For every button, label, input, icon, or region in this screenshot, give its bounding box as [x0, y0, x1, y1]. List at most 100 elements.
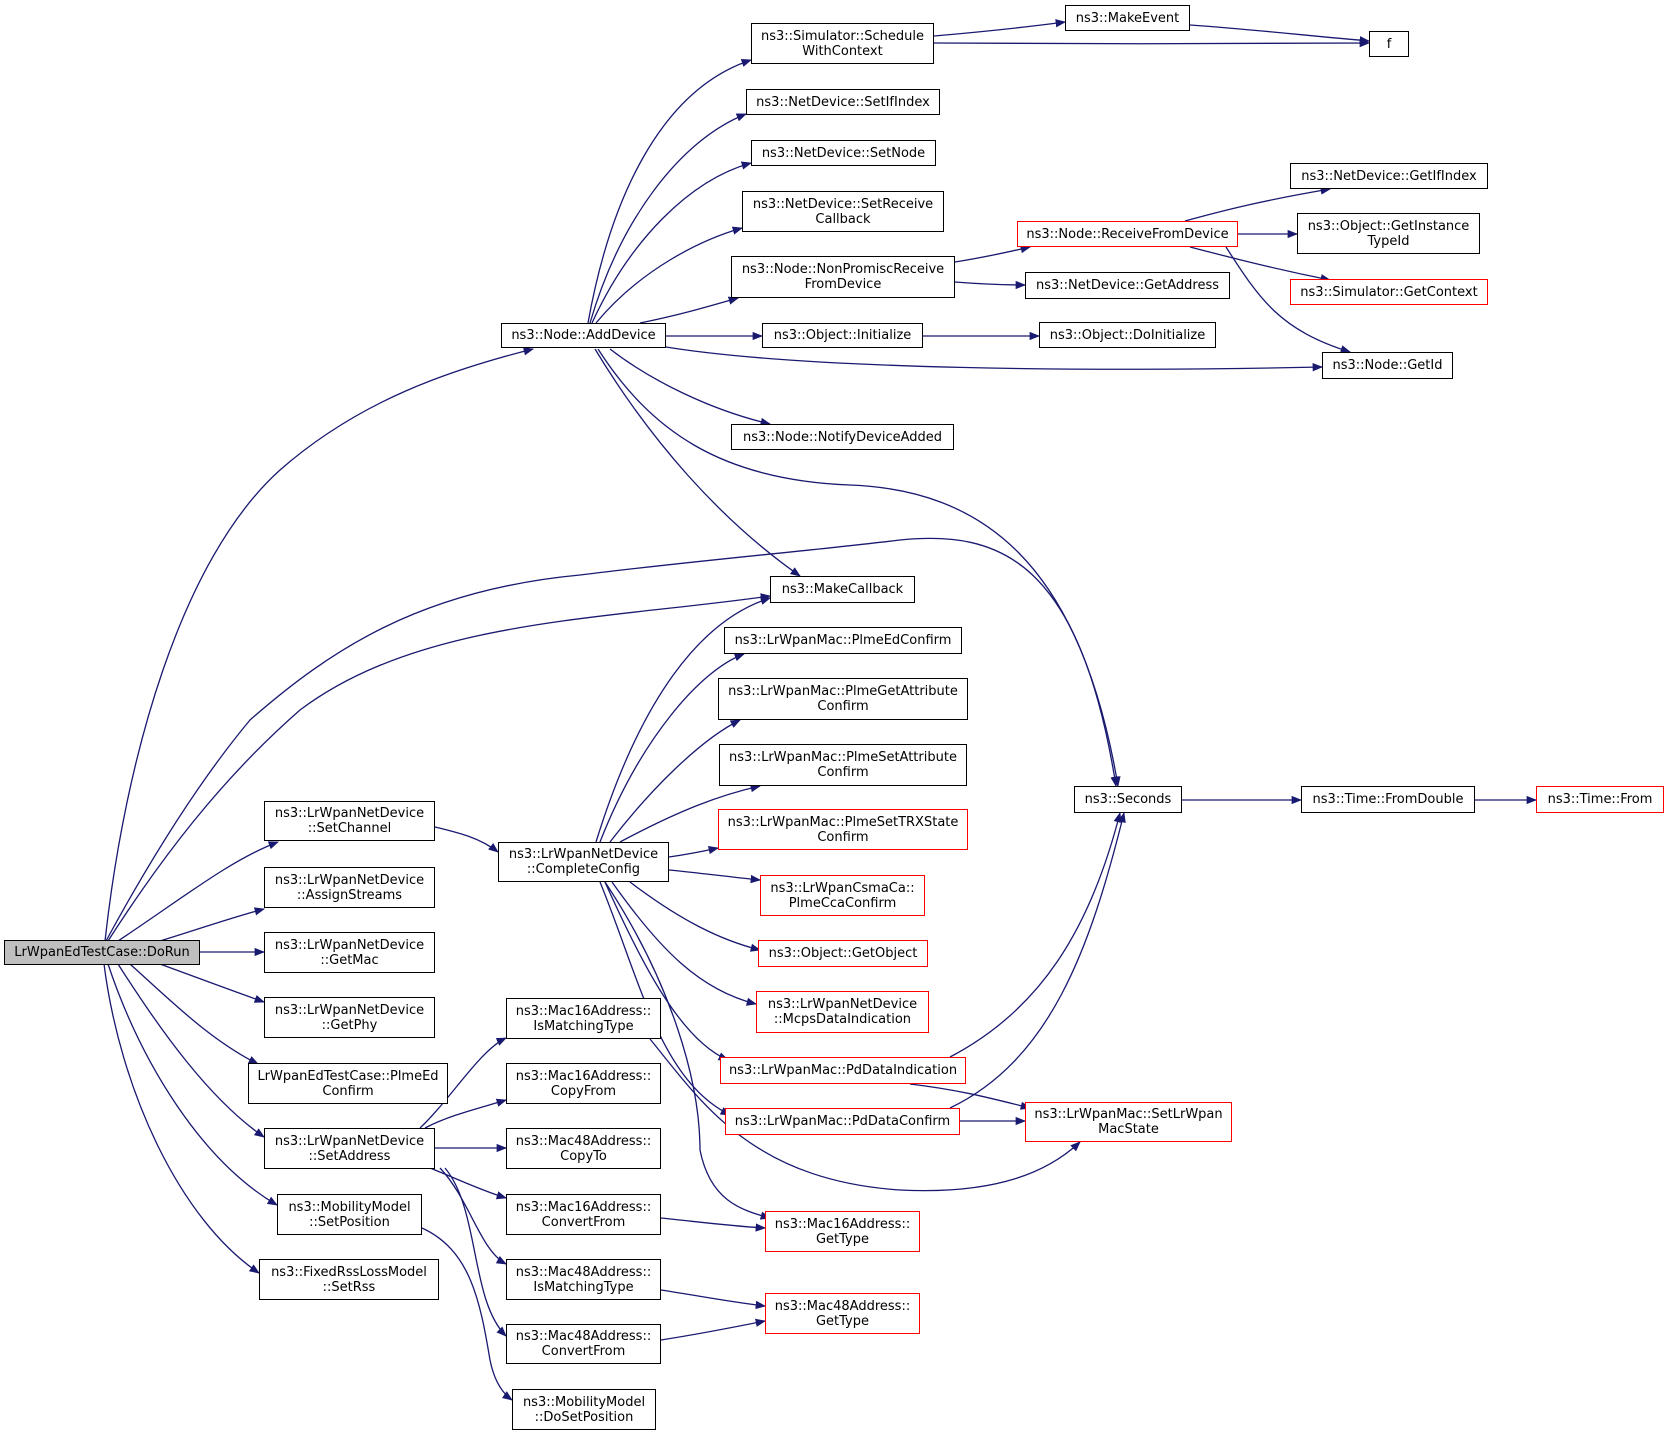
- node-plme-set-trx-state-confirm[interactable]: ns3::LrWpanMac::PlmeSetTRXState Confirm: [718, 809, 968, 850]
- node-mac48-copy-to[interactable]: ns3::Mac48Address:: CopyTo: [506, 1128, 661, 1169]
- node-do-initialize[interactable]: ns3::Object::DoInitialize: [1039, 322, 1216, 348]
- edge-add-device-notify: [609, 348, 772, 426]
- node-mac48-get-type[interactable]: ns3::Mac48Address:: GetType: [765, 1293, 920, 1334]
- node-mac16-get-type[interactable]: ns3::Mac16Address:: GetType: [765, 1211, 920, 1252]
- edge-mac48-is-matching-mac48-get-type: [660, 1289, 767, 1310]
- edge-complete-config-mac16-get-type: [604, 881, 772, 1220]
- edge-dorun-seconds: [105, 537, 1119, 942]
- node-mac48-is-matching-type[interactable]: ns3::Mac48Address:: IsMatchingType: [506, 1259, 661, 1300]
- node-get-mac[interactable]: ns3::LrWpanNetDevice ::GetMac: [264, 932, 435, 973]
- node-time-from[interactable]: ns3::Time::From: [1536, 786, 1664, 813]
- edge-complete-config-pd-indication: [604, 881, 729, 1061]
- edge-pd-indication-seconds: [949, 811, 1122, 1058]
- node-get-instance-type-id[interactable]: ns3::Object::GetInstance TypeId: [1297, 213, 1480, 254]
- node-mac48-convert-from[interactable]: ns3::Mac48Address:: ConvertFrom: [506, 1324, 661, 1364]
- node-get-phy[interactable]: ns3::LrWpanNetDevice ::GetPhy: [264, 997, 435, 1038]
- node-get-context[interactable]: ns3::Simulator::GetContext: [1290, 279, 1488, 305]
- edge-complete-config-plme-ed: [599, 653, 745, 843]
- node-complete-config[interactable]: ns3::LrWpanNetDevice ::CompleteConfig: [498, 842, 669, 882]
- edge-add-device-set-receive: [595, 226, 743, 324]
- edge-mac16-convert-mac16-get-type: [660, 1217, 767, 1232]
- edge-add-device-seconds: [597, 348, 1121, 788]
- node-get-if-index[interactable]: ns3::NetDevice::GetIfIndex: [1290, 163, 1488, 189]
- node-make-callback[interactable]: ns3::MakeCallback: [770, 576, 915, 603]
- edge-mac16-is-matching-set-state: [649, 1038, 1081, 1192]
- edge-set-position-do-set-position: [421, 1227, 513, 1401]
- node-mac16-is-matching-type[interactable]: ns3::Mac16Address:: IsMatchingType: [506, 998, 661, 1039]
- edge-receive-get-context: [1189, 246, 1332, 283]
- edge-receive-get-if-index: [1184, 186, 1332, 222]
- edge-complete-config-cca: [668, 869, 762, 884]
- node-set-position[interactable]: ns3::MobilityModel ::SetPosition: [277, 1194, 422, 1235]
- edge-add-device-set-if-index: [589, 113, 747, 324]
- node-seconds[interactable]: ns3::Seconds: [1074, 786, 1182, 813]
- node-mcps-data-indication[interactable]: ns3::LrWpanNetDevice ::McpsDataIndicatio…: [756, 991, 929, 1033]
- node-mac16-convert-from[interactable]: ns3::Mac16Address:: ConvertFrom: [506, 1194, 661, 1235]
- edge-complete-config-plme-get: [609, 719, 741, 843]
- edge-complete-config-trx: [668, 845, 720, 858]
- edge-mac48-convert-mac48-get-type: [660, 1318, 767, 1341]
- node-initialize[interactable]: ns3::Object::Initialize: [762, 323, 923, 348]
- node-receive-from-device[interactable]: ns3::Node::ReceiveFromDevice: [1017, 221, 1238, 247]
- node-non-promisc-receive[interactable]: ns3::Node::NonPromiscReceive FromDevice: [731, 256, 955, 298]
- node-plme-set-attribute-confirm[interactable]: ns3::LrWpanMac::PlmeSetAttribute Confirm: [719, 744, 967, 786]
- node-f[interactable]: f: [1369, 31, 1409, 57]
- edge-pd-indication-set-state: [909, 1083, 1032, 1110]
- edge-schedule-make-event: [933, 19, 1067, 37]
- node-get-id[interactable]: ns3::Node::GetId: [1322, 352, 1453, 379]
- node-mac16-copy-from[interactable]: ns3::Mac16Address:: CopyFrom: [506, 1063, 661, 1104]
- node-from-double[interactable]: ns3::Time::FromDouble: [1301, 786, 1475, 813]
- edge-dorun-get-phy: [159, 963, 265, 1003]
- edge-dorun-add-device: [104, 347, 535, 942]
- edge-set-channel-complete-config: [434, 826, 499, 853]
- node-assign-streams[interactable]: ns3::LrWpanNetDevice ::AssignStreams: [264, 867, 435, 908]
- edge-complete-config-get-object: [629, 881, 762, 952]
- edge-schedule-f: [933, 38, 1371, 48]
- edge-receive-get-id: [1225, 246, 1351, 354]
- node-plme-get-attribute-confirm[interactable]: ns3::LrWpanMac::PlmeGetAttribute Confirm: [718, 678, 968, 720]
- edge-add-device-get-id: [659, 345, 1324, 372]
- edge-set-address-mac16-copy-from: [424, 1098, 507, 1129]
- node-plme-cca-confirm[interactable]: ns3::LrWpanCsmaCa:: PlmeCcaConfirm: [760, 875, 925, 916]
- edge-complete-config-mcps: [611, 881, 758, 1006]
- edge-add-device-schedule: [587, 58, 752, 324]
- node-set-if-index[interactable]: ns3::NetDevice::SetIfIndex: [746, 89, 940, 115]
- node-set-address[interactable]: ns3::LrWpanNetDevice ::SetAddress: [264, 1128, 435, 1169]
- edge-dorun-set-address: [117, 963, 265, 1138]
- edge-add-device-set-node: [591, 161, 753, 324]
- node-set-node[interactable]: ns3::NetDevice::SetNode: [751, 140, 936, 166]
- edge-dorun-set-channel: [117, 841, 279, 942]
- node-set-receive-callback[interactable]: ns3::NetDevice::SetReceive Callback: [742, 191, 944, 232]
- node-plme-ed-confirm-mac[interactable]: ns3::LrWpanMac::PlmeEdConfirm: [724, 627, 962, 654]
- edge-make-event-f: [1189, 24, 1371, 45]
- edge-set-address-mac16-is-matching: [419, 1037, 507, 1129]
- node-set-lrwpan-mac-state[interactable]: ns3::LrWpanMac::SetLrWpan MacState: [1025, 1102, 1232, 1142]
- node-set-channel[interactable]: ns3::LrWpanNetDevice ::SetChannel: [264, 801, 435, 841]
- edge-dorun-make-callback: [107, 593, 772, 942]
- edge-set-address-mac48-convert-from: [444, 1167, 507, 1337]
- edge-non-promisc-get-address: [954, 280, 1027, 290]
- node-schedule-with-context[interactable]: ns3::Simulator::Schedule WithContext: [751, 23, 934, 64]
- edge-set-address-mac16-convert-from: [429, 1167, 507, 1200]
- edge-pd-confirm-seconds: [949, 811, 1126, 1109]
- edge-add-device-make-callback: [594, 348, 801, 577]
- edge-add-device-non-promisc: [639, 296, 739, 324]
- node-make-event[interactable]: ns3::MakeEvent: [1065, 5, 1190, 31]
- node-get-object[interactable]: ns3::Object::GetObject: [758, 940, 928, 967]
- node-notify-device-added[interactable]: ns3::Node::NotifyDeviceAdded: [731, 424, 954, 450]
- edge-complete-config-plme-set: [619, 783, 762, 843]
- node-dorun[interactable]: LrWpanEdTestCase::DoRun: [4, 940, 200, 965]
- node-pd-data-confirm[interactable]: ns3::LrWpanMac::PdDataConfirm: [725, 1108, 960, 1135]
- edge-dorun-set-position: [107, 963, 278, 1206]
- edge-complete-config-make-callback: [595, 596, 771, 843]
- node-set-rss[interactable]: ns3::FixedRssLossModel ::SetRss: [259, 1259, 439, 1300]
- node-pd-data-indication[interactable]: ns3::LrWpanMac::PdDataIndication: [720, 1057, 966, 1084]
- edge-dorun-assign-streams: [159, 907, 266, 942]
- node-do-set-position[interactable]: ns3::MobilityModel ::DoSetPosition: [512, 1389, 656, 1430]
- node-plme-ed-confirm-test[interactable]: LrWpanEdTestCase::PlmeEd Confirm: [248, 1063, 448, 1104]
- node-get-address[interactable]: ns3::NetDevice::GetAddress: [1025, 272, 1230, 299]
- edge-set-address-mac48-is-matching: [439, 1167, 507, 1265]
- node-add-device[interactable]: ns3::Node::AddDevice: [501, 323, 666, 348]
- edge-dorun-set-rss: [103, 963, 260, 1274]
